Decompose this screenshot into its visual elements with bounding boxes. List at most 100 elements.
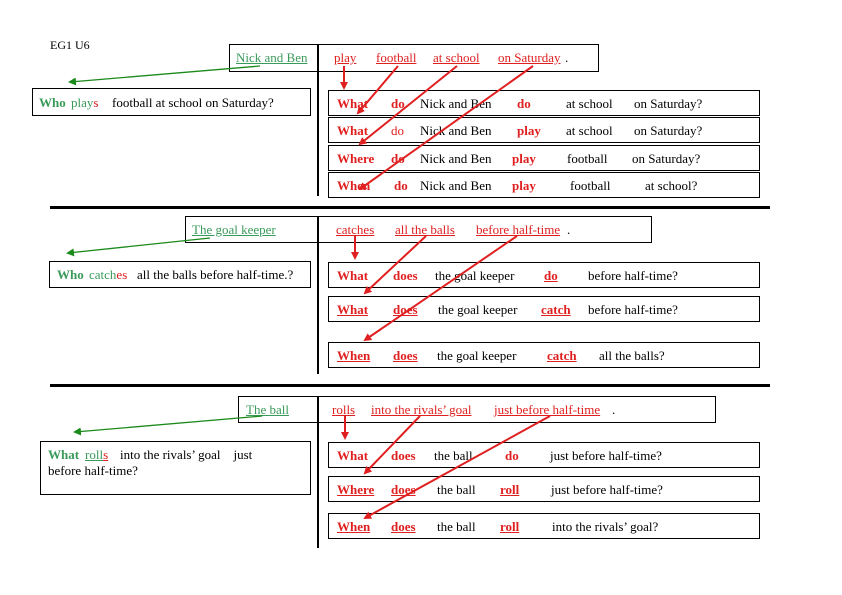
q-wh: What: [337, 268, 369, 283]
red-arrow-1b: [356, 65, 399, 115]
sentence-1-object: football: [376, 50, 417, 65]
q-subject: Nick and Ben: [420, 151, 492, 166]
q-row-1-2: What do Nick and Ben play at school on S…: [328, 117, 760, 143]
q-complement-1: at school: [566, 96, 613, 111]
q-complement-1: into the rivals’ goal?: [552, 519, 659, 534]
red-arrow-3c: [363, 415, 551, 519]
sentence-3-place: into the rivals’ goal: [371, 402, 472, 417]
q-wh: What: [337, 123, 369, 138]
q-verb: play: [517, 123, 541, 138]
what-verb-3: rolls: [85, 447, 108, 463]
q-verb: catch: [541, 302, 571, 317]
sentence-1-box: Nick and Ben play football at school on …: [229, 44, 599, 72]
red-arrow-1d: [358, 65, 534, 191]
sentence-2-box: The goal keeper catches all the balls be…: [185, 216, 652, 243]
divider-vertical-2: [317, 216, 319, 374]
q-verb: play: [512, 178, 536, 193]
what-question-3: What rolls into the rivals’ goal just be…: [40, 441, 311, 495]
q-wh: Where: [337, 151, 375, 166]
q-complement-2: on Saturday?: [634, 96, 703, 111]
q-row-1-3: Where do Nick and Ben play football on S…: [328, 145, 760, 171]
q-verb: do: [517, 96, 531, 111]
q-wh: When: [337, 348, 371, 363]
sentence-2-time: before half-time: [476, 222, 561, 237]
sentence-2-subject: The goal keeper: [192, 222, 276, 237]
q-wh: When: [337, 519, 371, 534]
red-arrow-3b: [363, 415, 421, 475]
sentence-3-period: .: [612, 402, 616, 417]
q-complement-1: at school: [566, 123, 613, 138]
q-wh: What: [337, 302, 369, 317]
sentence-2-verb: catches: [336, 222, 375, 237]
q-wh: Where: [337, 482, 375, 497]
what-verb-stem-3: roll: [85, 447, 104, 462]
who-verb-1: plays: [71, 95, 98, 111]
q-subject: the ball: [437, 519, 476, 534]
q-complement-2: on Saturday?: [632, 151, 701, 166]
divider-vertical-3: [317, 396, 319, 548]
q-subject: the goal keeper: [437, 348, 517, 363]
q-subject: the ball: [437, 482, 476, 497]
who-verb-stem-1: play: [71, 95, 94, 110]
who-verb-suffix-2: es: [116, 267, 128, 282]
sentence-1-place: at school: [433, 50, 480, 65]
sentence-3-time: just before half-time: [494, 402, 601, 417]
sentence-3-verb: rolls: [332, 402, 356, 417]
q-complement-1: football: [567, 151, 608, 166]
q-complement-1: football: [570, 178, 611, 193]
q-aux: does: [393, 268, 418, 283]
q-aux: does: [391, 448, 416, 463]
green-arrow-3: [73, 415, 263, 436]
who-rest-1: football at school on Saturday?: [112, 95, 274, 110]
who-verb-suffix-1: s: [93, 95, 99, 110]
q-complement-2: at school?: [645, 178, 698, 193]
q-row-3-3: When does the ball roll into the rivals’…: [328, 513, 760, 539]
q-complement-1: before half-time?: [588, 302, 678, 317]
what-word-3: What: [48, 447, 80, 462]
q-row-2-3: When does the goal keeper catch all the …: [328, 342, 760, 368]
q-verb: roll: [500, 519, 520, 534]
q-aux: do: [391, 151, 405, 166]
what-rest-3b: before half-time?: [48, 463, 138, 478]
q-verb: do: [505, 448, 519, 463]
q-row-2-1: What does the goal keeper do before half…: [328, 262, 760, 288]
q-aux: does: [391, 519, 416, 534]
q-subject: Nick and Ben: [420, 178, 492, 193]
sentence-1-subject: Nick and Ben: [236, 50, 308, 65]
q-row-3-2: Where does the ball roll just before hal…: [328, 476, 760, 502]
who-verb-stem-2: catch: [89, 267, 117, 282]
sentence-2-object: all the balls: [395, 222, 455, 237]
q-verb: do: [544, 268, 558, 283]
sentence-3-subject: The ball: [246, 402, 289, 417]
section-divider-1: [50, 206, 770, 209]
who-word-1: Who: [39, 95, 66, 110]
unit-label: EG1 U6: [50, 38, 90, 52]
q-complement-1: just before half-time?: [550, 448, 662, 463]
green-arrow-2: [66, 237, 211, 257]
divider-vertical-1: [317, 44, 319, 196]
q-aux: does: [393, 348, 418, 363]
who-verb-2: catches: [89, 267, 127, 283]
what-rest-3a: into the rivals’ goal just: [120, 447, 253, 462]
section-divider-2: [50, 384, 770, 387]
q-verb: roll: [500, 482, 520, 497]
what-verb-suffix-3: s: [103, 447, 109, 462]
q-complement-2: on Saturday?: [634, 123, 703, 138]
who-question-2: Who catches all the balls before half-ti…: [49, 261, 311, 288]
red-arrow-2c: [363, 235, 518, 342]
green-arrow-1: [68, 65, 261, 86]
sentence-1-verb: play: [334, 50, 357, 65]
q-aux: do: [391, 96, 405, 111]
q-verb: catch: [547, 348, 577, 363]
sentence-2-period: .: [567, 222, 571, 237]
q-complement-1: just before half-time?: [551, 482, 663, 497]
q-row-3-1: What does the ball do just before half-t…: [328, 442, 760, 468]
q-aux: does: [393, 302, 418, 317]
who-word-2: Who: [57, 267, 84, 282]
q-subject: the goal keeper: [438, 302, 518, 317]
sentence-1-time: on Saturday: [498, 50, 561, 65]
q-aux: do: [394, 178, 408, 193]
q-verb: play: [512, 151, 536, 166]
red-arrow-1c: [358, 65, 458, 146]
